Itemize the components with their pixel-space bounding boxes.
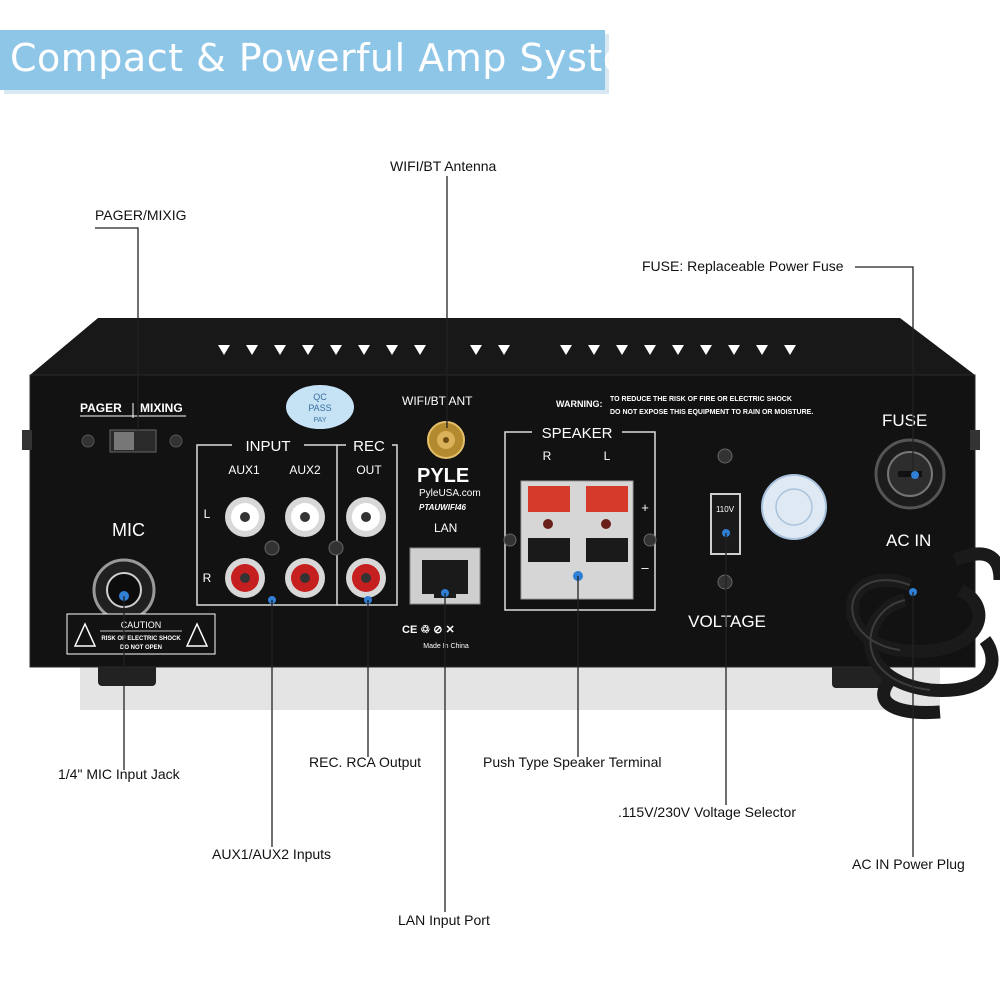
brand-logo: PYLE [417,465,469,487]
warning-line-2: DO NOT EXPOSE THIS EQUIPMENT TO RAIN OR … [610,409,813,416]
callout-lines [95,176,914,912]
speaker-label: SPEAKER [542,425,613,442]
caution-box [66,613,216,655]
website-text: PyleUSA.com [419,488,481,499]
qc-pass-sticker [286,385,354,429]
svg-text:PASS: PASS [308,403,331,413]
svg-text:QC: QC [313,392,327,402]
vent-slots [218,345,796,355]
caution-heading: CAUTION [121,620,162,630]
pager-label: PAGER [80,401,122,415]
rec-r-rca-jack[interactable] [346,558,386,598]
rec-label: REC [353,438,385,455]
voltage-value: 110V [716,505,735,514]
aux2-l-rca-jack[interactable] [285,497,325,537]
speaker-r-label: R [543,449,552,463]
minus-label: – [641,560,649,575]
speaker-r-minus-clip[interactable] [528,538,570,562]
title-banner: Compact & Powerful Amp System [0,30,664,90]
aux2-r-rca-jack[interactable] [285,558,325,598]
channel-l-label: L [204,507,211,521]
rec-l-rca-jack[interactable] [346,497,386,537]
wifi-ant-label: WIFI/BT ANT [402,394,473,408]
made-in-text: Made In China [423,643,469,650]
speaker-l-label: L [604,449,611,463]
lan-label: LAN [434,521,457,535]
callout-voltage: .115V/230V Voltage Selector [618,804,796,820]
warning-line-1: TO REDUCE THE RISK OF FIRE OR ELECTRIC S… [610,396,792,403]
callout-lan: LAN Input Port [398,912,490,928]
model-number: PTAUWIFI46 [419,503,467,512]
out-label: OUT [356,463,382,477]
fuse-label: FUSE [882,411,927,430]
speaker-l-plus-clip[interactable] [586,486,628,512]
mic-label: MIC [112,520,145,540]
speaker-r-plus-clip[interactable] [528,486,570,512]
amp-reflection [80,665,940,710]
aux1-r-rca-jack[interactable] [225,558,265,598]
switch-knob[interactable] [114,432,134,450]
svg-text:RISK OF ELECTRIC SHOCK: RISK OF ELECTRIC SHOCK [101,636,181,642]
callout-speaker: Push Type Speaker Terminal [483,754,662,770]
callout-aux: AUX1/AUX2 Inputs [212,846,332,862]
warning-heading: WARNING: [556,399,603,409]
channel-r-label: R [203,571,212,585]
inspection-sticker [761,474,827,540]
mixing-label: MIXING [140,401,183,415]
svg-text:DO NOT OPEN: DO NOT OPEN [120,645,162,651]
certification-marks: CE ♲ ⊘ ✕ [402,624,455,636]
callout-acin: AC IN Power Plug [852,856,965,872]
plus-label: + [641,500,649,515]
acin-label: AC IN [886,531,931,550]
aux2-label: AUX2 [289,463,321,477]
callout-mic: 1/4" MIC Input Jack [58,766,180,782]
aux1-l-rca-jack[interactable] [225,497,265,537]
input-label: INPUT [246,438,291,455]
callout-rec: REC. RCA Output [309,754,422,770]
speaker-l-minus-clip[interactable] [586,538,628,562]
callout-pager: PAGER/MIXIG [95,207,187,223]
voltage-label: VOLTAGE [688,612,766,631]
fuse-marker [911,471,919,479]
callout-antenna: WIFI/BT Antenna [390,158,497,174]
banner-title: Compact & Powerful Amp System [10,36,665,80]
callout-fuse: FUSE: Replaceable Power Fuse [642,258,844,274]
svg-text:PAY: PAY [314,417,327,424]
aux1-label: AUX1 [228,463,260,477]
